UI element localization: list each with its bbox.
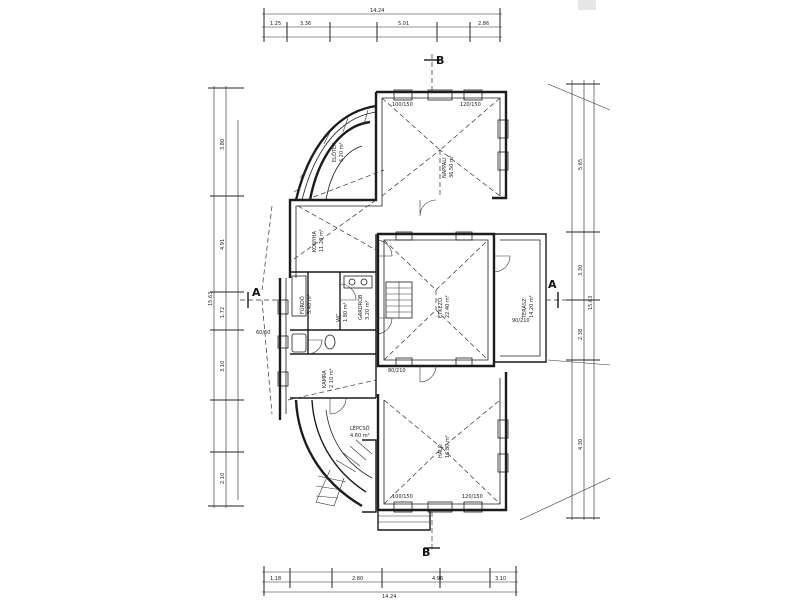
svg-text:5.40 m²: 5.40 m² <box>307 294 313 314</box>
right-overall-dim: 15.63 <box>588 296 594 310</box>
opening-label: 120/150 <box>460 102 481 108</box>
room-label: WC 1.80 m² <box>336 302 349 322</box>
svg-text:ÉTKEZŐ: ÉTKEZŐ <box>436 298 444 318</box>
svg-text:11.20 m²: 11.20 m² <box>319 229 325 252</box>
right-dimension-chain: 5.65 3.30 2.38 4.30 15.63 <box>519 80 611 521</box>
bottom-overall-dim: 14.24 <box>382 594 396 600</box>
internal-stair <box>385 281 413 319</box>
svg-text:TERASZ: TERASZ <box>522 298 528 319</box>
left-dim-1: 3.80 <box>220 139 226 150</box>
svg-text:HÁLÓ: HÁLÓ <box>437 444 444 458</box>
svg-text:LÉPCSŐ: LÉPCSŐ <box>350 424 370 432</box>
opening-label: 100/150 <box>392 102 413 108</box>
svg-text:14.20 m²: 14.20 m² <box>529 295 535 318</box>
section-label-b-bottom: B <box>422 546 430 559</box>
section-line-a: A A <box>240 278 568 308</box>
top-dim-2: 3.36 <box>300 21 311 27</box>
top-dim-4: 2.86 <box>478 21 489 27</box>
svg-text:KONYHA: KONYHA <box>312 231 318 252</box>
top-overall-dim: 14.24 <box>370 8 384 14</box>
room-label: HÁLÓ 16.80 m² <box>437 435 451 458</box>
svg-text:1.80 m²: 1.80 m² <box>343 302 349 322</box>
left-dim-3: 1.72 <box>220 307 226 318</box>
top-dimension-chain: 14.24 1.25 3.36 5.01 2.86 <box>262 8 502 42</box>
top-dim-1: 1.25 <box>270 21 281 27</box>
svg-text:6.20 m²: 6.20 m² <box>339 142 345 162</box>
room-label: GARDRÓB 3.20 m² <box>357 294 371 320</box>
curved-stair <box>294 399 431 531</box>
svg-text:GARDRÓB: GARDRÓB <box>357 294 364 320</box>
opening-label: 80/210 <box>388 368 406 374</box>
bottom-dim-1: 1.18 <box>270 576 281 582</box>
scan-artifact <box>578 0 596 10</box>
right-dim-1: 5.65 <box>578 159 584 170</box>
svg-text:NAPPALI: NAPPALI <box>442 157 448 178</box>
opening-label: 120/150 <box>462 494 483 500</box>
left-dim-5: 2.10 <box>220 473 226 484</box>
windows <box>277 89 509 513</box>
section-label-a-right: A <box>548 278 557 291</box>
bottom-dim-2: 2.80 <box>352 576 363 582</box>
roof-hip-lines <box>261 97 501 505</box>
svg-text:4.60 m²: 4.60 m² <box>350 433 370 439</box>
opening-label: 90/210 <box>512 318 530 324</box>
right-dim-2: 3.30 <box>578 265 584 276</box>
outer-walls <box>278 90 547 512</box>
svg-text:ELŐTÉR: ELŐTÉR <box>330 142 338 162</box>
svg-text:KAMRA: KAMRA <box>322 370 328 388</box>
svg-text:2.10 m²: 2.10 m² <box>329 368 335 388</box>
opening-labels: 100/150 120/150 100/150 120/150 80/210 9… <box>256 102 530 500</box>
left-dimension-chain: 15.63 3.80 4.91 1.72 3.10 2.10 <box>208 86 244 508</box>
curved-bay-upper <box>293 104 377 201</box>
left-dim-4: 3.10 <box>220 361 226 372</box>
svg-text:FÜRDŐ: FÜRDŐ <box>299 296 306 314</box>
fixtures <box>291 275 373 353</box>
room-label: ÉTKEZŐ 22.40 m² <box>436 295 451 318</box>
room-label: TERASZ 14.20 m² <box>522 295 535 319</box>
room-label: LÉPCSŐ 4.60 m² <box>350 424 370 439</box>
right-dim-3: 2.38 <box>578 329 584 340</box>
svg-text:16.80 m²: 16.80 m² <box>445 435 451 458</box>
opening-label: 100/150 <box>392 494 413 500</box>
svg-text:22.40 m²: 22.40 m² <box>445 295 451 318</box>
doors <box>307 199 511 415</box>
bottom-dim-4: 3.10 <box>495 576 506 582</box>
svg-text:3.20 m²: 3.20 m² <box>365 300 371 320</box>
svg-text:WC: WC <box>336 313 342 322</box>
section-line-b: B B <box>422 54 444 559</box>
room-label: FÜRDŐ 5.40 m² <box>299 294 313 314</box>
section-label-b-top: B <box>436 54 444 67</box>
bottom-dimension-chain: 1.18 2.80 4.96 3.10 14.24 <box>262 566 518 600</box>
left-dim-2: 4.91 <box>220 239 226 250</box>
section-label-a-left: A <box>252 286 261 299</box>
svg-text:36.50 m²: 36.50 m² <box>449 155 455 178</box>
room-label: KAMRA 2.10 m² <box>322 368 335 388</box>
left-overall-dim: 15.63 <box>208 292 214 306</box>
top-dim-3: 5.01 <box>398 21 409 27</box>
room-label: NAPPALI 36.50 m² <box>442 155 455 178</box>
right-dim-4: 4.30 <box>578 439 584 450</box>
room-label: ELŐTÉR 6.20 m² <box>330 142 345 162</box>
room-label: KONYHA 11.20 m² <box>312 229 325 252</box>
room-labels: ELŐTÉR 6.20 m² NAPPALI 36.50 m² ÉTKEZŐ 2… <box>299 142 535 458</box>
opening-label: 60/60 <box>256 330 270 336</box>
bottom-dim-3: 4.96 <box>432 576 443 582</box>
